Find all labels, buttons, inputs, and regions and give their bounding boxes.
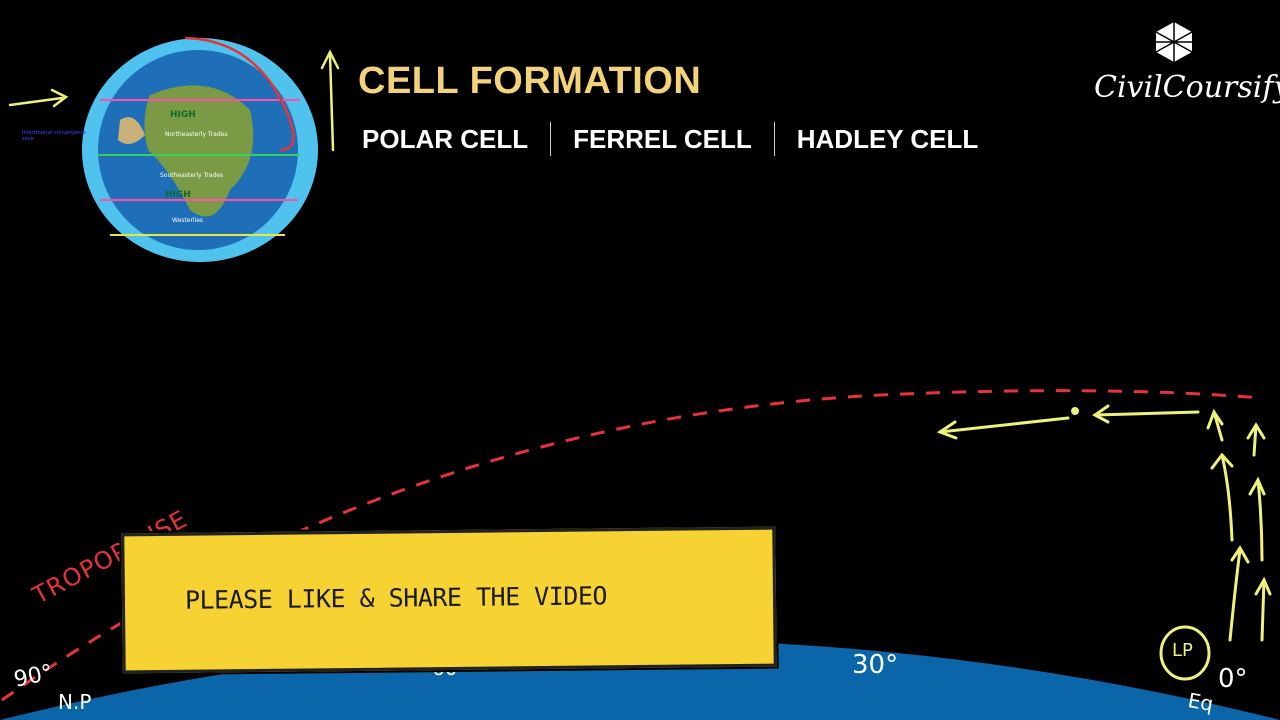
- north-pole-label: N.P: [58, 690, 92, 714]
- globe-label-se-trades: Southeasterly Trades: [160, 172, 224, 179]
- globe-label-ne-trades: Northeasterly Trades: [165, 131, 228, 138]
- up-arrow: [8, 49, 340, 152]
- page-title: CELL FORMATION: [358, 60, 702, 102]
- globe-label-high-south: HIGH: [165, 190, 191, 200]
- cell-types-row: POLAR CELL FERREL CELL HADLEY CELL: [362, 122, 978, 156]
- polar-cell-label: POLAR CELL: [362, 123, 529, 154]
- globe-label-itcz: Intertropical convergence zone: [22, 130, 87, 142]
- globe-label-high-north: HIGH: [170, 110, 196, 120]
- divider: [550, 122, 552, 156]
- globe-illustration: [82, 36, 318, 262]
- banner-text: PLEASE LIKE & SHARE THE VIDEO: [184, 581, 608, 615]
- globe-label-westerlies: Westerlies: [172, 217, 204, 224]
- brand-logo: CivilCoursify: [1094, 20, 1280, 105]
- rising-air-arrows: [936, 404, 1272, 681]
- like-share-banner: PLEASE LIKE & SHARE THE VIDEO: [121, 526, 777, 674]
- tropopause-line: [1, 389, 1263, 702]
- hadley-cell-label: HADLEY CELL: [796, 123, 979, 154]
- latitude-0-label: 0°: [1218, 664, 1248, 694]
- diamond-logo-icon: [1155, 22, 1193, 62]
- divider: [773, 122, 775, 156]
- latitude-30-label: 30°: [852, 650, 899, 680]
- brand-name: CivilCoursify: [1094, 70, 1280, 105]
- low-pressure-label: LP: [1172, 640, 1193, 661]
- equator-label: Eq: [1186, 687, 1216, 717]
- ferrel-cell-label: FERREL CELL: [573, 123, 752, 154]
